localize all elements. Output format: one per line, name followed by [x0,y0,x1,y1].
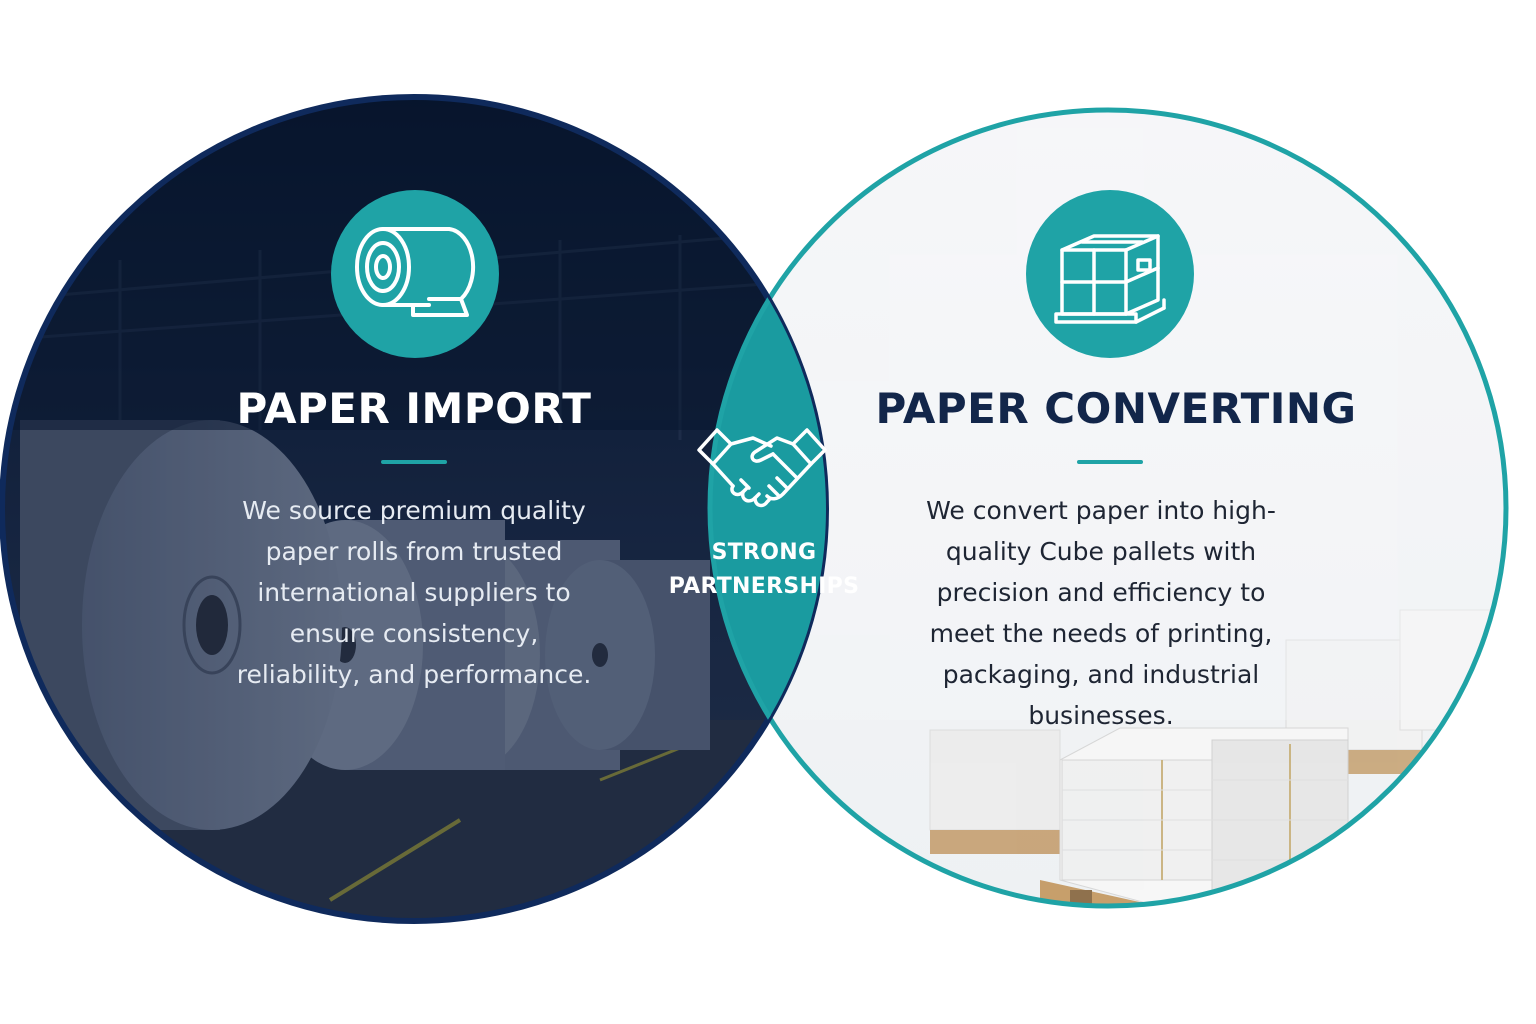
strong-partnerships-label: STRONG PARTNERSHIPS [664,536,864,604]
paper-roll-icon [355,227,476,317]
paper-roll-icon-badge [331,190,499,358]
paper-converting-description: We convert paper into high-quality Cube … [926,496,1276,730]
paper-converting-divider [1077,460,1143,464]
paper-converting-title: PAPER CONVERTING [875,384,1357,433]
handshake-icon [697,424,827,514]
paper-import-title: PAPER IMPORT [236,384,592,433]
center-label-line2: PARTNERSHIPS [668,574,860,599]
center-label-line1: STRONG [711,540,817,565]
pallet-boxes-icon [1054,234,1166,324]
paper-converting-circle [707,107,1509,909]
paper-import-description: We source premium quality paper rolls fr… [236,496,592,689]
paper-import-divider [381,460,447,464]
pallet-boxes-icon-badge [1026,190,1194,358]
